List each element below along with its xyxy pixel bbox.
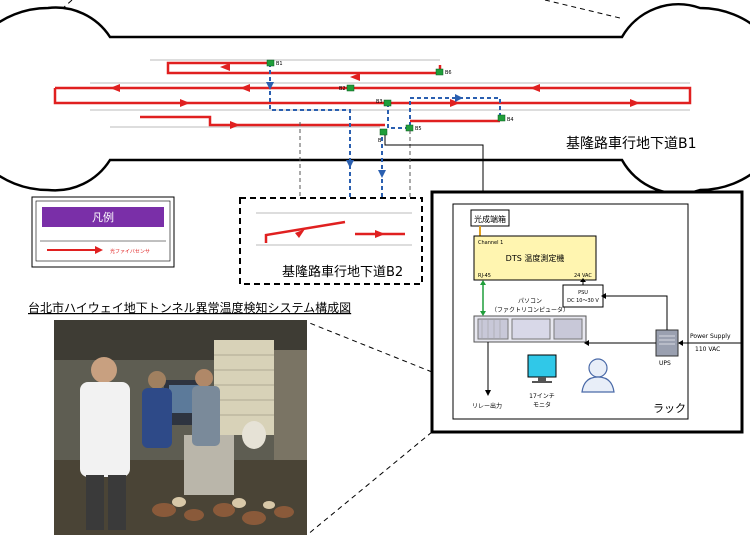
terminal-box-label: 光成端箱 (474, 214, 506, 224)
ups-unit (655, 329, 679, 357)
legend: 凡例 光ファイバセンサ (31, 196, 175, 268)
pc-name: パソコン (518, 298, 542, 305)
fiber-arrow-b2 (375, 230, 385, 238)
tunnel-b1-outline (0, 3, 750, 195)
psu-spec: DC 10～30 V (567, 298, 599, 304)
pc-sub: （ファクトリコンピュータ） (491, 306, 569, 314)
monitor-icon (527, 354, 557, 383)
sensor-B (379, 128, 388, 136)
tunnel-b2-title: 基隆路車行地下道B2 (282, 264, 403, 280)
ups-to-psu (603, 295, 668, 330)
sensor-label-B2: B2 (339, 86, 346, 92)
ups-label: UPS (659, 360, 671, 367)
pc-unit (473, 315, 587, 343)
ups-psu-arrow (601, 293, 606, 299)
dts-pc-arrow-down (480, 311, 486, 316)
monitor-name: 17インチ (529, 393, 555, 400)
rack-title: ラック (653, 402, 686, 415)
dts-channel: Channel 1 (478, 240, 503, 246)
sensor-B2 (346, 84, 355, 92)
zoom-line-right (544, 0, 621, 19)
psu-arrow (580, 278, 586, 282)
photo-zoom-line-top (306, 321, 433, 373)
dts-unit (473, 235, 597, 281)
sensor-label-B: B (378, 138, 382, 144)
figure-caption: 台北市ハイウェイ地下トンネル異常温度検知システム構成図 (28, 300, 351, 315)
tunnel-b1-title: 基隆路車行地下道B1 (566, 135, 697, 152)
relay-arrow (485, 390, 491, 396)
fiber-arrows (110, 63, 640, 129)
sensor-label-B3: B3 (376, 99, 383, 105)
legend-title: 凡例 (92, 210, 114, 224)
power-supply-spec: 110 VAC (695, 346, 720, 353)
sensor-label-B4: B4 (507, 117, 514, 123)
photo-zoom-line-bottom (306, 431, 433, 536)
relay-label: リレー出力 (472, 402, 502, 410)
monitor-sub: モニタ (533, 401, 551, 409)
sensor-B3 (383, 99, 392, 107)
dts-pc-arrow-up (480, 280, 486, 285)
terminal-box (470, 209, 510, 227)
sensor-label-B5: B5 (415, 126, 422, 132)
psu-name: PSU (578, 290, 588, 296)
sensor-label-B1: B1 (276, 61, 283, 67)
power-supply-arrow (678, 340, 683, 346)
dts-name: DTS 温度測定機 (506, 253, 565, 263)
blue-arrows (266, 82, 463, 178)
sensor-B6 (435, 68, 444, 76)
tunnel-b2-box (239, 197, 423, 285)
fiber-arrow-b2-2 (295, 229, 305, 238)
sensor-B1 (266, 59, 275, 67)
dts-port: RJ-45 (478, 273, 491, 279)
sensor-label-B6: B6 (445, 70, 452, 76)
b2-road-lines (256, 212, 412, 246)
control-room-photo (54, 320, 307, 535)
legend-entry: 光ファイバセンサ (110, 248, 150, 255)
power-supply-label: Power Supply (690, 333, 731, 340)
b2-connector-lines (299, 122, 411, 198)
ups-pc-arrow (584, 340, 589, 346)
fiber-cable-to-rack (384, 135, 484, 210)
dts-power: 24 VAC (574, 273, 592, 279)
user-icon (581, 358, 615, 393)
road-lines (90, 59, 690, 128)
sensor-B4 (497, 114, 506, 122)
